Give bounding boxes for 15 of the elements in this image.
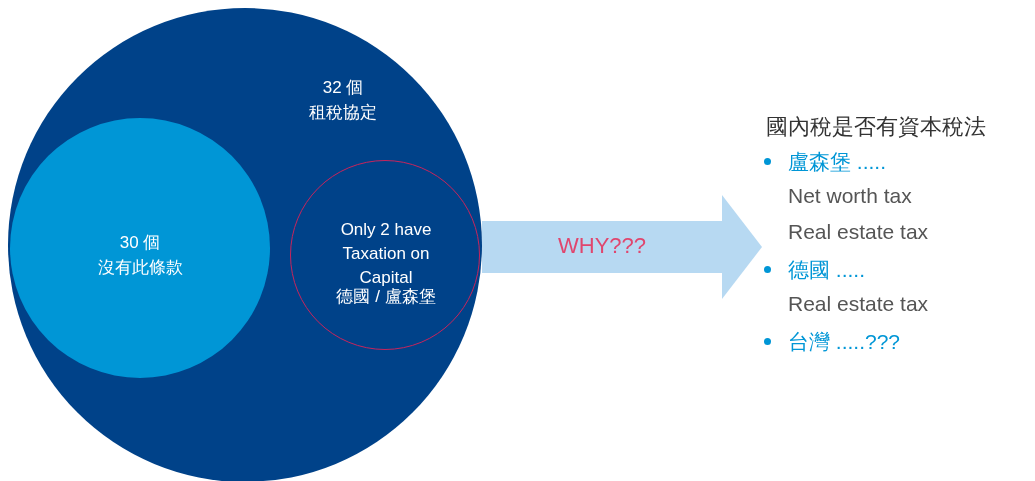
circle-label: 沒有此條款 [97,257,183,279]
country-label: 德國 / 盧森堡 [336,286,436,308]
list-item: 盧森堡 ..... [788,149,886,175]
circle-label: Only 2 have Taxation on Capital [339,219,433,288]
list-subitem: Net worth tax [788,184,912,208]
block-arrow [482,195,762,299]
list-heading: 國內稅是否有資本稅法 [766,113,986,141]
list-item: 台灣 .....??? [788,329,901,355]
count-label: 32 個 [322,77,364,99]
list-subitem: Real estate tax [788,220,929,244]
list-subitem: Real estate tax [788,292,929,316]
circle-label: 租稅協定 [309,102,377,124]
edge-label: WHY??? [558,233,647,259]
count-label: 30 個 [119,232,161,254]
list-item: 德國 ..... [788,257,865,283]
